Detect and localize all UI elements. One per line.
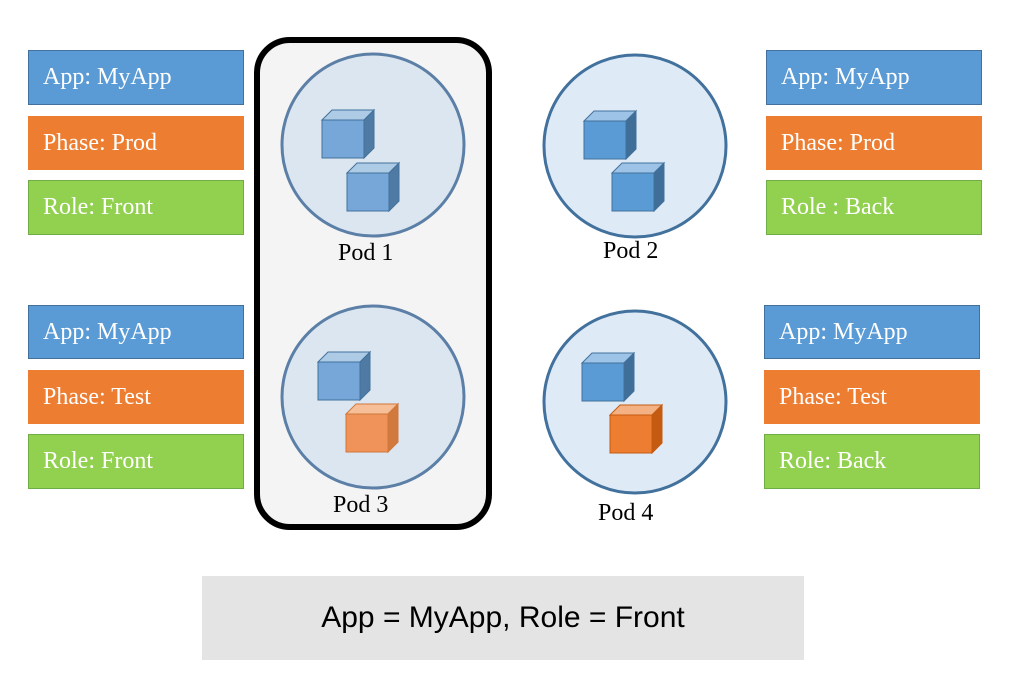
container-icon [609, 404, 663, 454]
pod-3 [280, 304, 466, 490]
pod2-phase-label: Phase: Prod [766, 116, 982, 170]
pod-1-name: Pod 1 [338, 240, 394, 266]
pod-4 [542, 309, 728, 495]
pod3-phase-label: Phase: Test [28, 370, 244, 424]
pod-2 [542, 53, 728, 239]
container-icon [346, 162, 400, 212]
pod1-app-label: App: MyApp [28, 50, 244, 105]
container-icon [581, 352, 635, 402]
pod2-app-label: App: MyApp [766, 50, 982, 105]
pod1-phase-label: Phase: Prod [28, 116, 244, 170]
pod3-role-label: Role: Front [28, 434, 244, 489]
container-icon [583, 110, 637, 160]
pod3-app-label: App: MyApp [28, 305, 244, 359]
container-icon [611, 162, 665, 212]
pod-4-name: Pod 4 [598, 500, 654, 526]
pod2-role-label: Role : Back [766, 180, 982, 235]
label-selector-query: App = MyApp, Role = Front [202, 576, 804, 660]
pod-1 [280, 52, 466, 238]
pod1-role-label: Role: Front [28, 180, 244, 235]
pod4-app-label: App: MyApp [764, 305, 980, 359]
pod-3-name: Pod 3 [333, 492, 389, 518]
pod-2-name: Pod 2 [603, 238, 659, 264]
pod4-role-label: Role: Back [764, 434, 980, 489]
pod4-phase-label: Phase: Test [764, 370, 980, 424]
container-icon [321, 109, 375, 159]
container-icon [317, 351, 371, 401]
container-icon [345, 403, 399, 453]
